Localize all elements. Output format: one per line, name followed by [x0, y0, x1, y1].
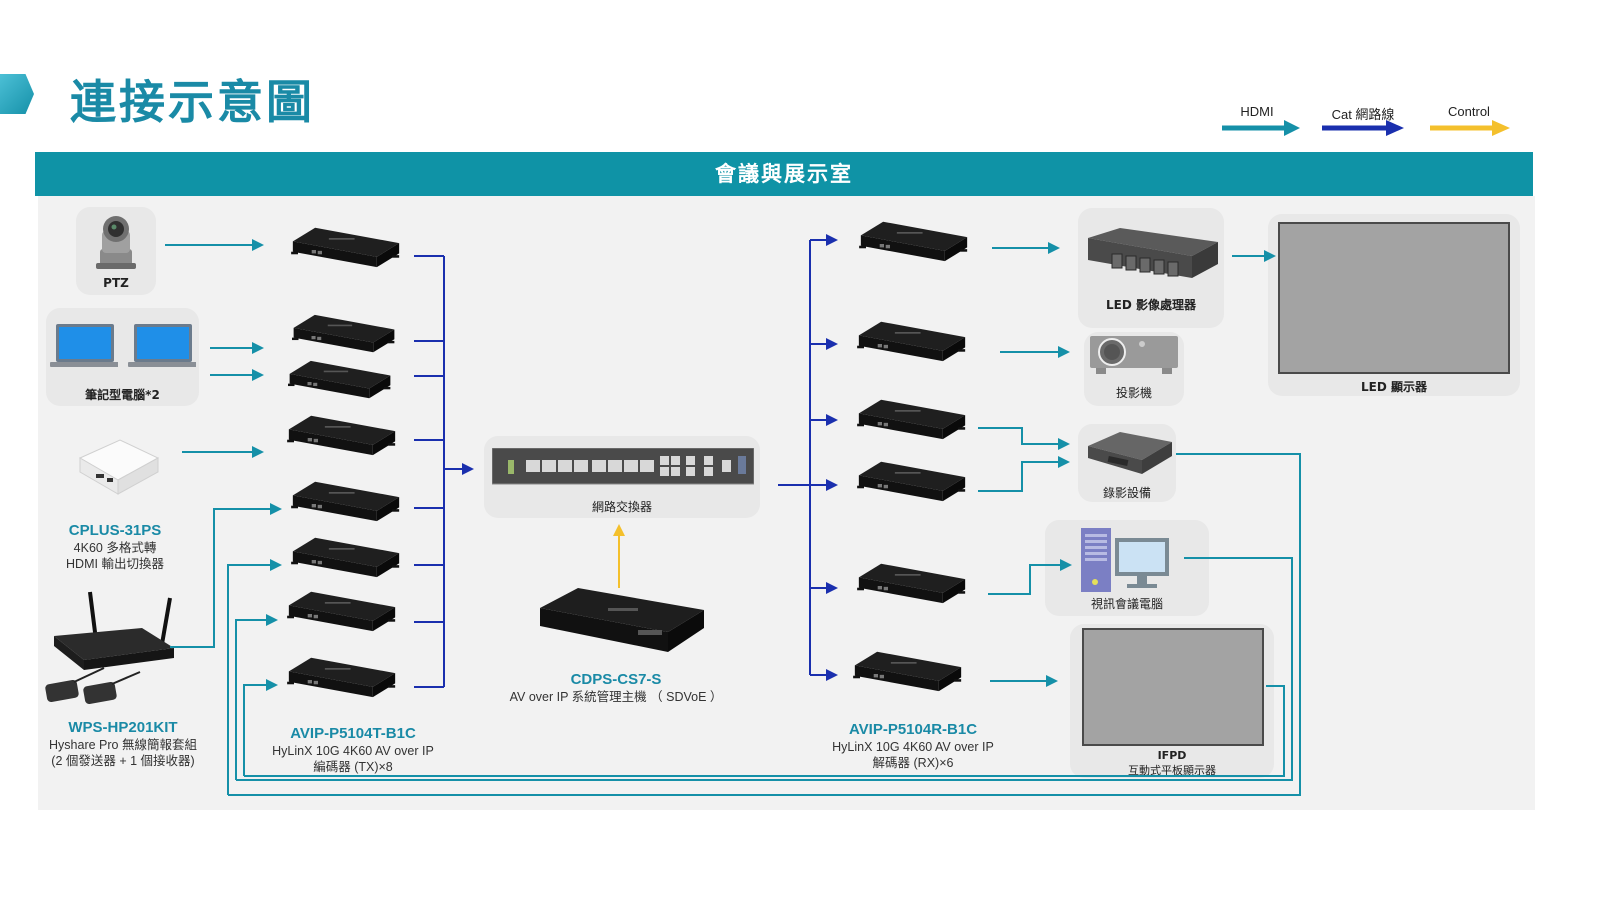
encoder-1[interactable]: [282, 226, 410, 274]
encoder-6[interactable]: [282, 536, 410, 584]
cat-arrow-icon: [1322, 120, 1404, 136]
led-display-card[interactable]: LED 顯示器: [1268, 214, 1520, 396]
controller-desc: AV over IP 系統管理主機 （ SDVoE ）: [509, 690, 723, 704]
legend-control-label: Control: [1448, 104, 1490, 119]
cplus-desc-2: HDMI 輸出切換器: [66, 557, 164, 571]
encoder-3[interactable]: [288, 358, 392, 406]
decoder-name: AVIP-P5104R-B1C: [848, 721, 978, 738]
led-display-label: LED 顯示器: [1361, 380, 1427, 394]
decoder-5[interactable]: [848, 562, 976, 610]
recorder-icon: [1088, 432, 1172, 474]
desktop-pc-icon: [1081, 528, 1169, 592]
network-switch-card[interactable]: 網路交換器: [484, 436, 760, 518]
decoder-desc-1: HyLinX 10G 4K60 AV over IP: [832, 740, 994, 754]
laptop-icon: [128, 324, 196, 367]
led-processor-icon: [1088, 228, 1218, 278]
controller-name: CDPS-CS7-S: [570, 671, 662, 688]
projector-icon: [1090, 336, 1178, 374]
encoder-8[interactable]: [278, 656, 406, 704]
laptops-card[interactable]: 筆記型電腦*2: [46, 308, 199, 406]
network-switch-icon: [492, 448, 754, 485]
decoder-3[interactable]: [848, 398, 976, 446]
cplus-desc-1: 4K60 多格式轉: [73, 541, 157, 555]
led-processor-card[interactable]: LED 影像處理器: [1078, 208, 1224, 328]
legend-cat: Cat 網路線: [1318, 104, 1408, 144]
ptz-camera-icon: [96, 216, 136, 269]
wps-desc-2: (2 個發送器 + 1 個接收器): [51, 754, 195, 768]
ifpd-label-1: IFPD: [1157, 749, 1187, 762]
recorder-card[interactable]: 錄影設備: [1078, 424, 1176, 502]
ifpd-label-2: 互動式平板顯示器: [1128, 764, 1216, 777]
wps-desc-1: Hyshare Pro 無線簡報套組: [49, 738, 197, 752]
control-arrow-icon: [1430, 120, 1510, 136]
decoder-2[interactable]: [848, 320, 976, 368]
encoder-5[interactable]: [282, 480, 410, 528]
ifpd-icon: [1082, 628, 1264, 746]
decoder-6[interactable]: [844, 650, 972, 698]
title-marker-icon: [0, 74, 34, 114]
encoder-desc-1: HyLinX 10G 4K60 AV over IP: [272, 744, 434, 758]
legend-hdmi: HDMI: [1212, 104, 1302, 144]
hdmi-arrow-icon: [1222, 120, 1300, 136]
ptz-card[interactable]: PTZ: [76, 207, 156, 295]
decoder-desc-2: 解碼器 (RX)×6: [872, 756, 954, 770]
recorder-label: 錄影設備: [1102, 486, 1151, 500]
decoder-4[interactable]: [848, 460, 976, 508]
laptop-icon: [50, 324, 118, 367]
switcher-box-icon[interactable]: [74, 436, 160, 498]
legend-control: Control: [1424, 104, 1514, 144]
encoder-name: AVIP-P5104T-B1C: [290, 725, 416, 742]
projector-label: 投影機: [1115, 386, 1152, 400]
laptops-label: 筆記型電腦*2: [85, 388, 160, 402]
vc-pc-label: 視訊會議電腦: [1090, 597, 1163, 611]
decoder-1[interactable]: [850, 220, 978, 268]
encoder-desc-2: 編碼器 (TX)×8: [313, 760, 393, 774]
page-title: 連接示意圖: [70, 75, 315, 129]
encoder-2[interactable]: [292, 312, 396, 360]
projector-card[interactable]: 投影機: [1084, 332, 1184, 406]
ptz-label: PTZ: [103, 276, 129, 290]
wps-name: WPS-HP201KIT: [68, 719, 178, 736]
network-switch-label: 網路交換器: [591, 500, 652, 514]
encoder-7[interactable]: [278, 590, 406, 638]
encoder-4[interactable]: [278, 414, 406, 462]
room-banner: 會議與展示室: [35, 152, 1533, 196]
led-display-icon: [1278, 222, 1510, 374]
wireless-presentation-icon[interactable]: [44, 588, 176, 706]
cplus-name: CPLUS-31PS: [68, 522, 162, 539]
led-processor-label: LED 影像處理器: [1106, 298, 1196, 312]
ifpd-card[interactable]: IFPD 互動式平板顯示器: [1070, 624, 1274, 778]
legend-hdmi-label: HDMI: [1240, 104, 1274, 119]
vc-pc-card[interactable]: 視訊會議電腦: [1045, 520, 1209, 616]
controller-icon[interactable]: [538, 586, 708, 658]
legend-cat-label: Cat 網路線: [1331, 107, 1395, 122]
